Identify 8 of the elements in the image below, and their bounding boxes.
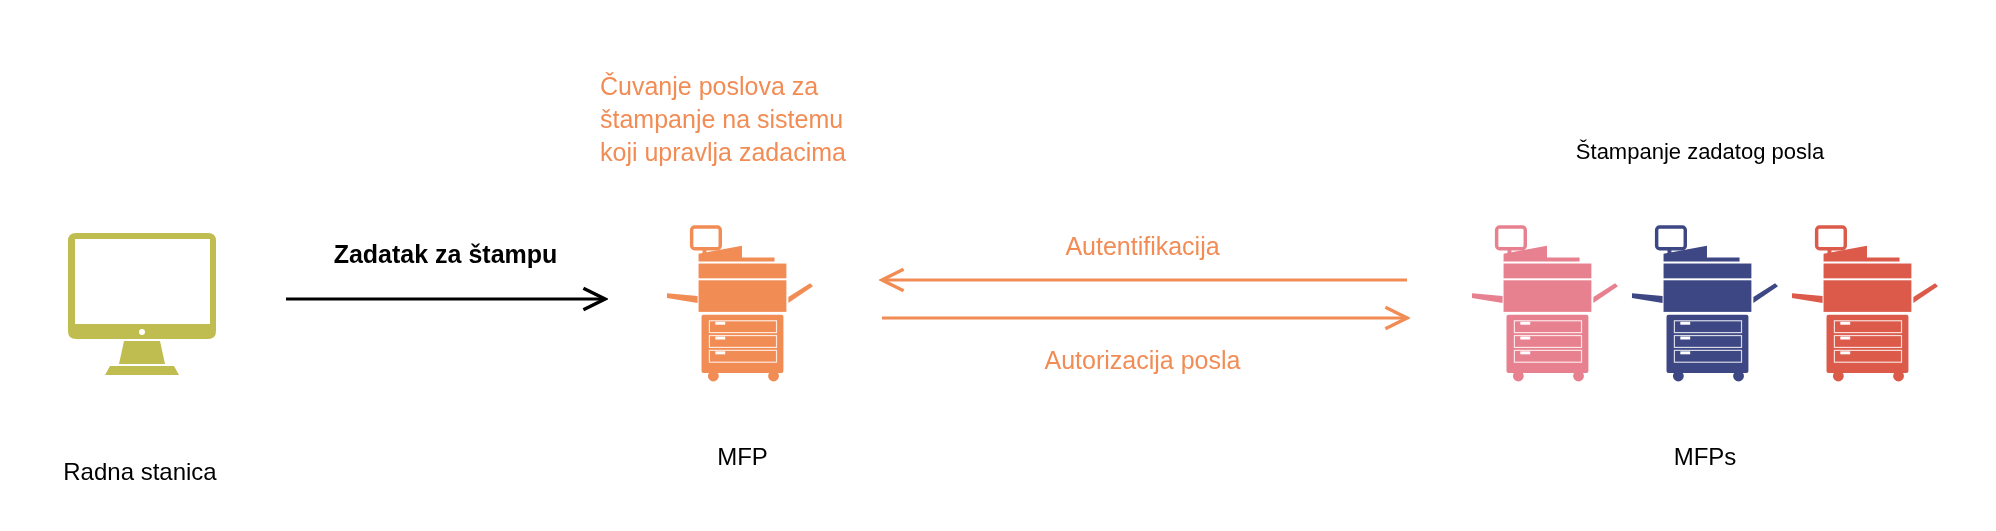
node-label: MFP [716,442,769,472]
node-label: Radna stanica [62,457,218,487]
arrow [880,267,1407,293]
node-label: Čuvanje poslova za štampanje na sistemu koji upravlja zadacima [600,71,847,168]
arrow [286,286,607,312]
node-label: MFPs [1672,442,1738,472]
node-label: Štampanje zadatog posla [1574,138,1826,166]
arrow [882,305,1409,331]
